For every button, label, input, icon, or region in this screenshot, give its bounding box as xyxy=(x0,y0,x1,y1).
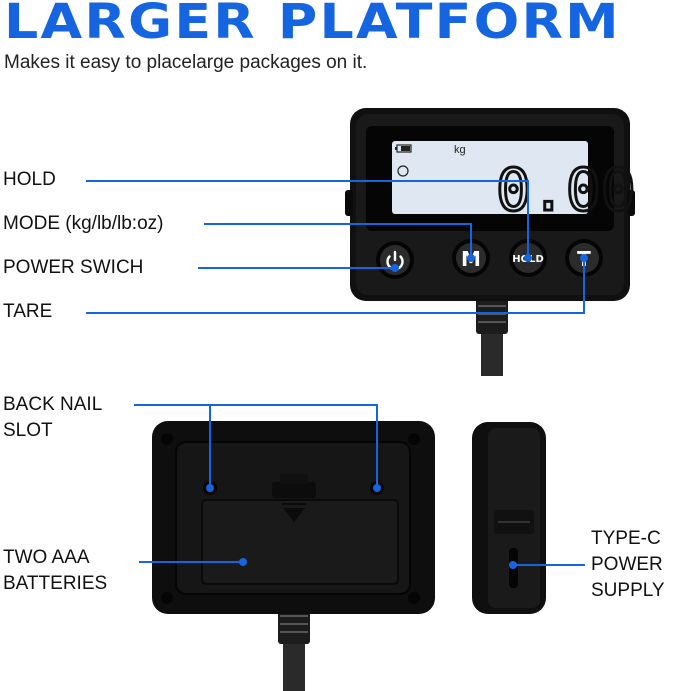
power-button[interactable] xyxy=(376,241,414,279)
display-reading: 0.00 xyxy=(496,156,636,224)
callout-type-c: TYPE-C POWER SUPPLY xyxy=(591,526,665,604)
page-subtitle: Makes it easy to placelarge packages on … xyxy=(4,52,368,73)
front-device: kg 0.00 M HOLD T xyxy=(345,108,637,376)
back-device xyxy=(152,421,435,691)
display-unit: kg xyxy=(454,144,466,156)
lcd-screen xyxy=(392,141,588,214)
callout-lines xyxy=(86,180,585,566)
battery-compartment xyxy=(201,499,399,585)
callout-type-c-line1: TYPE-C xyxy=(591,528,661,549)
callout-batteries-line2: BATTERIES xyxy=(3,573,108,594)
page-title: LARGER PLATFORM xyxy=(4,0,621,50)
callout-power-switch: POWER SWICH xyxy=(3,257,144,278)
callout-back-nail-line1: BACK NAIL xyxy=(3,394,103,415)
callout-batteries: TWO AAA BATTERIES xyxy=(3,545,107,597)
callout-mode: MODE (kg/lb/lb:oz) xyxy=(3,213,164,234)
battery-icon xyxy=(395,144,412,153)
callout-hold: HOLD xyxy=(3,169,56,190)
callout-back-nail-slot: BACK NAIL SLOT xyxy=(3,392,102,444)
side-device xyxy=(472,422,546,614)
callout-back-nail-line2: SLOT xyxy=(3,420,53,441)
callout-batteries-line1: TWO AAA xyxy=(3,547,90,568)
callout-type-c-line2: POWER xyxy=(591,554,663,575)
callout-dots xyxy=(206,254,588,569)
callout-type-c-line3: SUPPLY xyxy=(591,580,665,601)
callout-tare: TARE xyxy=(3,301,53,322)
